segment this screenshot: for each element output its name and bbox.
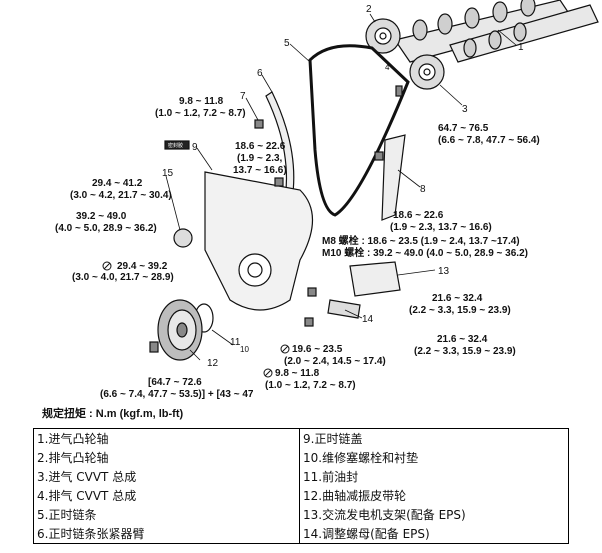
legend-item: 13.交流发电机支架(配备 EPS): [299, 505, 569, 524]
table-row: 1.进气凸轮轴 9.正时链盖: [33, 428, 569, 448]
table-row: 5.正时链条 13.交流发电机支架(配备 EPS): [33, 505, 569, 524]
legend-item: 4.排气 CVVT 总成: [33, 486, 300, 505]
table-row: 2.排气凸轮轴 10.维修塞螺栓和衬垫: [33, 448, 569, 467]
torque-label: (1.9 ~ 2.3, 13.7 ~ 16.6): [390, 222, 492, 233]
legend-item: 11.前油封: [299, 467, 569, 486]
torque-label: 18.6 ~ 22.6: [235, 141, 286, 152]
engine-timing-diagram: 1 2 3 5 6 7 8 9 11 12 13 14 15 9.8 ~ 11.…: [55, 0, 599, 400]
torque-label: (1.9 ~ 2.3,: [237, 153, 283, 164]
idler-pulley: [173, 228, 193, 248]
alternator-bracket: [349, 261, 401, 297]
part-number-8: 8: [420, 184, 426, 195]
part-number-1: 1: [518, 42, 524, 53]
sealant-tube-label: 密封胶: [168, 142, 183, 149]
part-number-9: 9: [192, 142, 198, 153]
legend-item: 2.排气凸轮轴: [33, 448, 300, 467]
torque-label: 13.7 ~ 16.6): [233, 165, 287, 176]
chain-guide: [381, 134, 406, 221]
crankshaft-damper-pulley: [157, 299, 203, 361]
part-number-5: 5: [284, 38, 290, 49]
torque-label: 21.6 ~ 32.4: [432, 293, 483, 304]
legend-item: 6.正时链条张紧器臂: [33, 524, 300, 544]
torque-label: (2.2 ~ 3.3, 15.9 ~ 23.9): [414, 346, 516, 357]
part-number-3: 3: [462, 104, 468, 115]
torque-label: (3.0 ~ 4.2, 21.7 ~ 30.4): [70, 190, 172, 201]
part-number-11: 11: [230, 337, 241, 348]
legend-item: 1.进气凸轮轴: [33, 428, 300, 448]
legend-item: 10.维修塞螺栓和衬垫: [299, 448, 569, 467]
torque-label: (1.0 ~ 1.2, 7.2 ~ 8.7): [265, 380, 356, 391]
legend-item: 3.进气 CVVT 总成: [33, 467, 300, 486]
torque-label: [64.7 ~ 72.6: [148, 377, 202, 388]
torque-label: (4.0 ~ 5.0, 28.9 ~ 36.2): [55, 223, 157, 234]
timing-chain: [308, 44, 410, 217]
torque-label: 21.6 ~ 32.4: [437, 334, 488, 345]
torque-label: 29.4 ~ 41.2: [92, 178, 143, 189]
legend-item: 9.正时链盖: [299, 428, 569, 448]
part-number-10: 10: [240, 345, 249, 354]
legend-item: 12.曲轴减振皮带轮: [299, 486, 569, 505]
parts-legend-table: 1.进气凸轮轴 9.正时链盖 2.排气凸轮轴 10.维修塞螺栓和衬垫 3.进气 …: [33, 428, 569, 544]
table-row: 3.进气 CVVT 总成 11.前油封: [33, 467, 569, 486]
torque-label: 9.8 ~ 11.8: [275, 368, 320, 379]
legend-item: 5.正时链条: [33, 505, 300, 524]
torque-label: (6.6 ~ 7.8, 47.7 ~ 56.4): [438, 135, 540, 146]
table-row: 4.排气 CVVT 总成 12.曲轴减振皮带轮: [33, 486, 569, 505]
adjusting-nut: [327, 299, 361, 319]
exhaust-cvvt-assembly: [409, 54, 445, 90]
torque-label: (2.0 ~ 2.4, 14.5 ~ 17.4): [284, 356, 386, 367]
part-number-13: 13: [438, 266, 450, 277]
exhaust-camshaft: [449, 4, 599, 63]
part-number-6: 6: [257, 68, 263, 79]
sealant-tube: [164, 140, 190, 150]
torque-unit-caption: 规定扭矩 : N.m (kgf.m, lb-ft): [42, 408, 184, 420]
torque-label: M10 螺栓 : 39.2 ~ 49.0 (4.0 ~ 5.0, 28.9 ~ …: [322, 246, 528, 259]
part-number-7: 7: [240, 91, 246, 102]
torque-label: (6.6 ~ 7.4, 47.7 ~ 53.5)] + [43 ~ 47: [100, 389, 254, 400]
torque-label: (1.0 ~ 1.2, 7.2 ~ 8.7): [155, 108, 246, 119]
part-number-2: 2: [366, 4, 372, 15]
part-number-12: 12: [207, 358, 219, 369]
intake-camshaft: [394, 0, 573, 63]
part-number-14: 14: [362, 314, 374, 325]
torque-label: 64.7 ~ 76.5: [438, 123, 489, 134]
table-row: 6.正时链条张紧器臂 14.调整螺母(配备 EPS): [33, 524, 569, 544]
intake-cvvt-assembly: [365, 18, 401, 54]
part-number-4: 4: [385, 63, 390, 72]
torque-label: 39.2 ~ 49.0: [76, 211, 127, 222]
torque-label: (2.2 ~ 3.3, 15.9 ~ 23.9): [409, 305, 511, 316]
torque-label: M8 螺栓 : 18.6 ~ 23.5 (1.9 ~ 2.4, 13.7 ~17…: [322, 234, 520, 247]
timing-chain-cover: [204, 171, 314, 311]
part-number-15: 15: [162, 168, 174, 179]
legend-item: 14.调整螺母(配备 EPS): [299, 524, 569, 544]
torque-label: 9.8 ~ 11.8: [179, 96, 224, 107]
torque-label: 18.6 ~ 22.6: [393, 210, 444, 221]
torque-label: 29.4 ~ 39.2: [117, 261, 168, 272]
torque-label: (3.0 ~ 4.0, 21.7 ~ 28.9): [72, 272, 174, 283]
torque-label: 19.6 ~ 23.5: [292, 344, 343, 355]
